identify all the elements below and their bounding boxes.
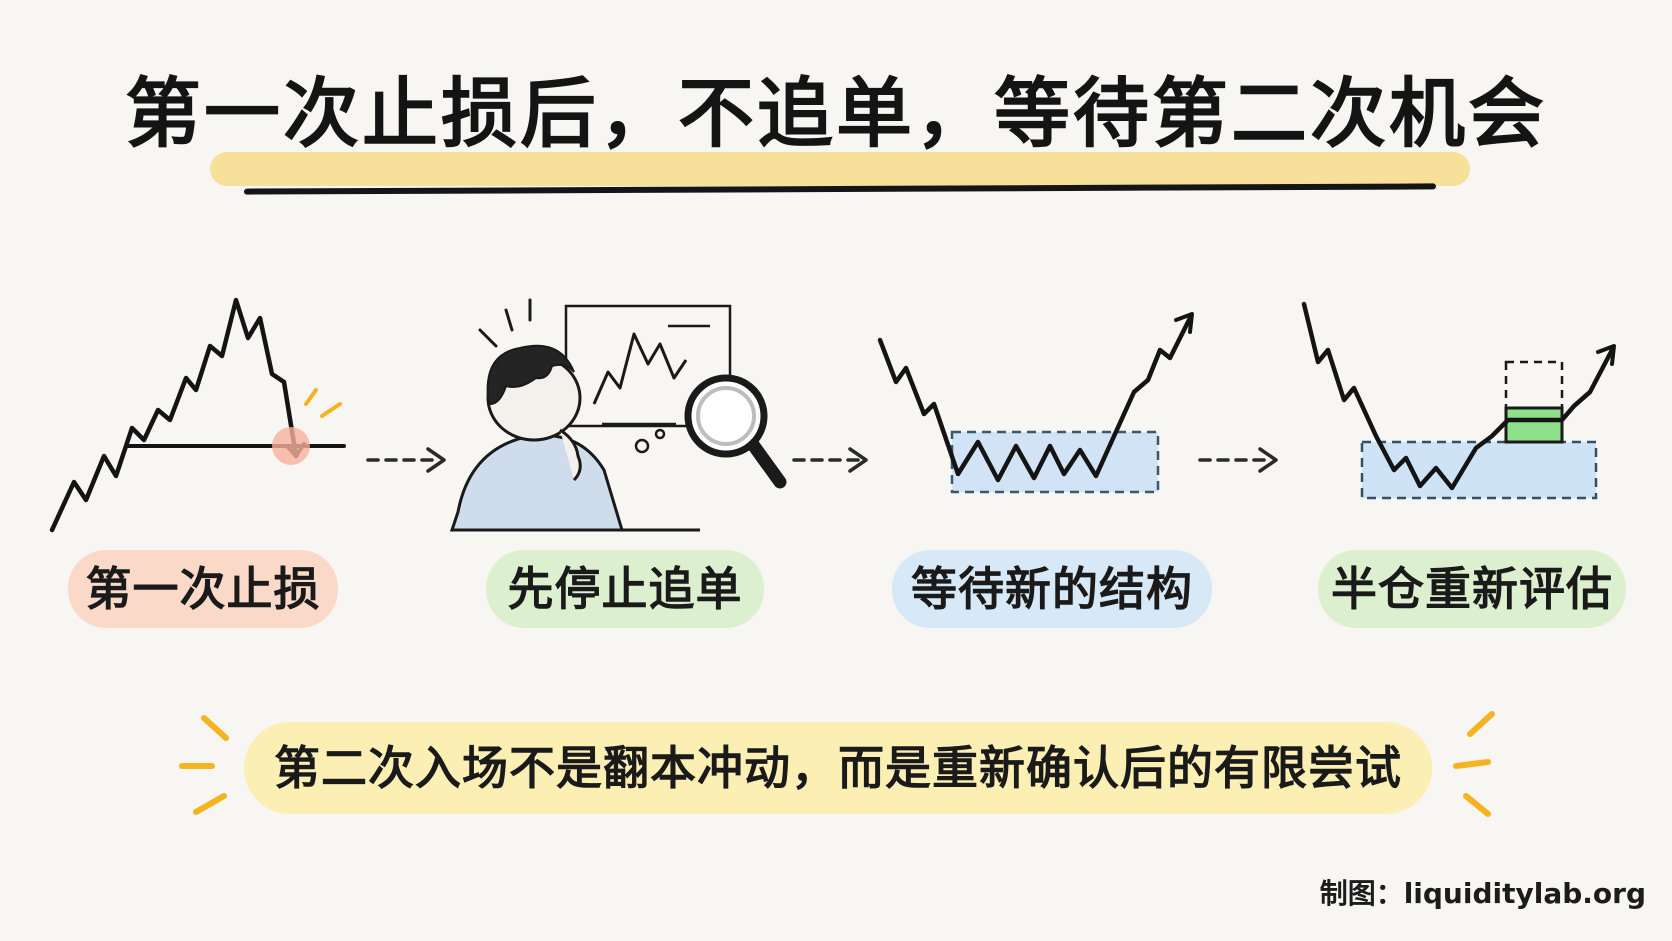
flow-arrow — [366, 447, 446, 473]
price-line — [877, 315, 1193, 483]
price-line — [1301, 301, 1615, 491]
flow-arrow — [1198, 447, 1278, 473]
person-body — [449, 433, 625, 532]
spark-mark — [320, 402, 342, 418]
up-arrow-icon — [1174, 312, 1194, 334]
stop-loss-chart — [49, 297, 346, 533]
step-label-stop-chasing: 先停止追单 — [486, 550, 764, 628]
price-line — [49, 297, 299, 533]
step-label-wait-structure: 等待新的结构 — [892, 550, 1212, 628]
half-position-chart — [1301, 301, 1616, 500]
banner-accent-marks — [179, 711, 1495, 817]
consolidation-chart — [877, 312, 1194, 494]
credit-text: 制图：liquiditylab.org — [1319, 877, 1646, 910]
full-position-outline — [1504, 360, 1564, 410]
step-label-half-position: 半仓重新评估 — [1318, 550, 1626, 628]
page-title: 第一次止损后，不追单，等待第二次机会 — [125, 69, 1547, 158]
stop-dot — [272, 427, 310, 465]
person-hair — [486, 344, 575, 406]
thinking-person-illustration — [449, 298, 787, 532]
person-hand — [559, 428, 582, 482]
range-zone — [1360, 440, 1598, 500]
board-price-line — [592, 332, 688, 405]
spark-mark — [304, 388, 318, 406]
up-arrow-icon — [1596, 344, 1616, 366]
title-highlight — [210, 152, 1470, 186]
summary-banner: 第二次入场不是翻本冲动，而是重新确认后的有限尝试 — [244, 722, 1432, 814]
half-position-box — [1504, 406, 1564, 444]
step-label-first-stop-loss: 第一次止损 — [68, 550, 338, 628]
range-zone — [950, 430, 1160, 494]
title-wrap: 第一次止损后，不追单，等待第二次机会 — [0, 52, 1672, 170]
flow-arrow — [792, 447, 868, 473]
